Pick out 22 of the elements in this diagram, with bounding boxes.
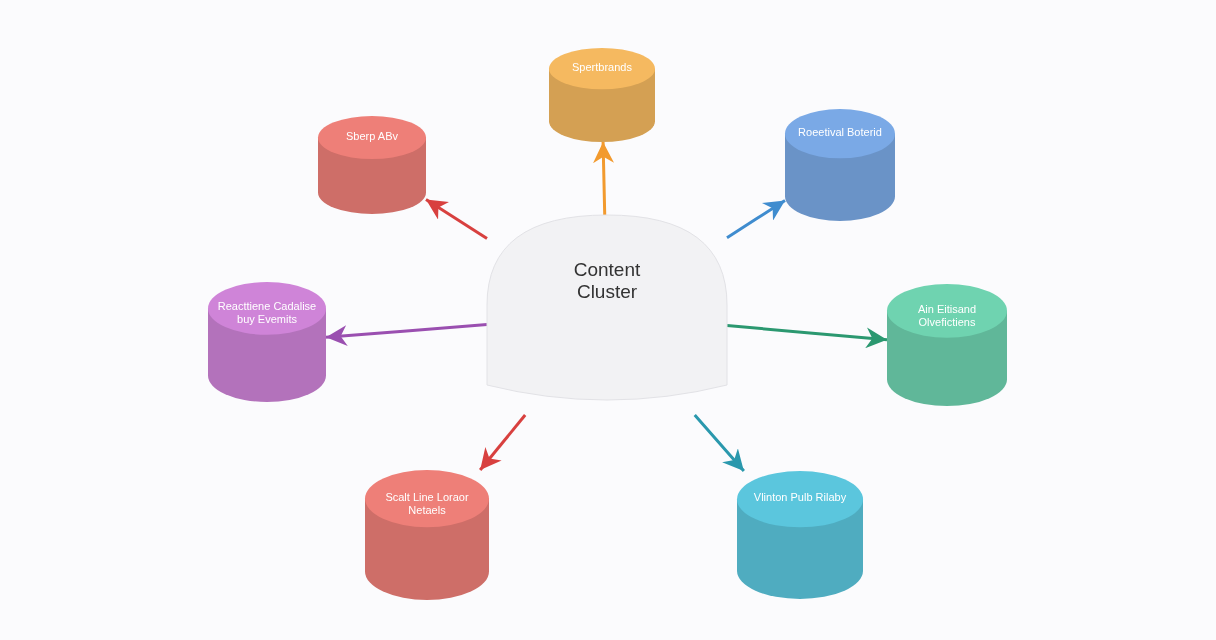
arrow <box>479 414 527 471</box>
cylinder-node <box>887 284 1007 406</box>
arrow <box>325 323 488 347</box>
node-label: Content Cluster <box>572 259 642 303</box>
cylinder-node <box>208 282 326 402</box>
arrow <box>726 199 786 239</box>
arrow <box>593 141 615 216</box>
node-label: Vlinton Pulb Rilaby <box>752 491 848 505</box>
node-label: Spertbrands <box>571 60 633 74</box>
node-label: Roeetival Boterid <box>797 125 883 139</box>
node-label: Sberp ABv <box>345 129 399 143</box>
cylinder-node <box>549 48 655 142</box>
arrow <box>726 324 888 349</box>
arrow <box>425 198 488 240</box>
node-label: Ain Eitisand Olvefictiens <box>916 302 978 329</box>
arrow <box>693 414 745 472</box>
cylinder-node <box>785 109 895 221</box>
node-label: Scalt Line Loraor Netaels <box>384 490 470 517</box>
cylinder-node <box>737 471 863 599</box>
node-label: Reacttiene Cadalise buy Evemits <box>216 300 318 327</box>
cylinder-node <box>318 116 426 214</box>
cylinder-node <box>365 470 489 600</box>
